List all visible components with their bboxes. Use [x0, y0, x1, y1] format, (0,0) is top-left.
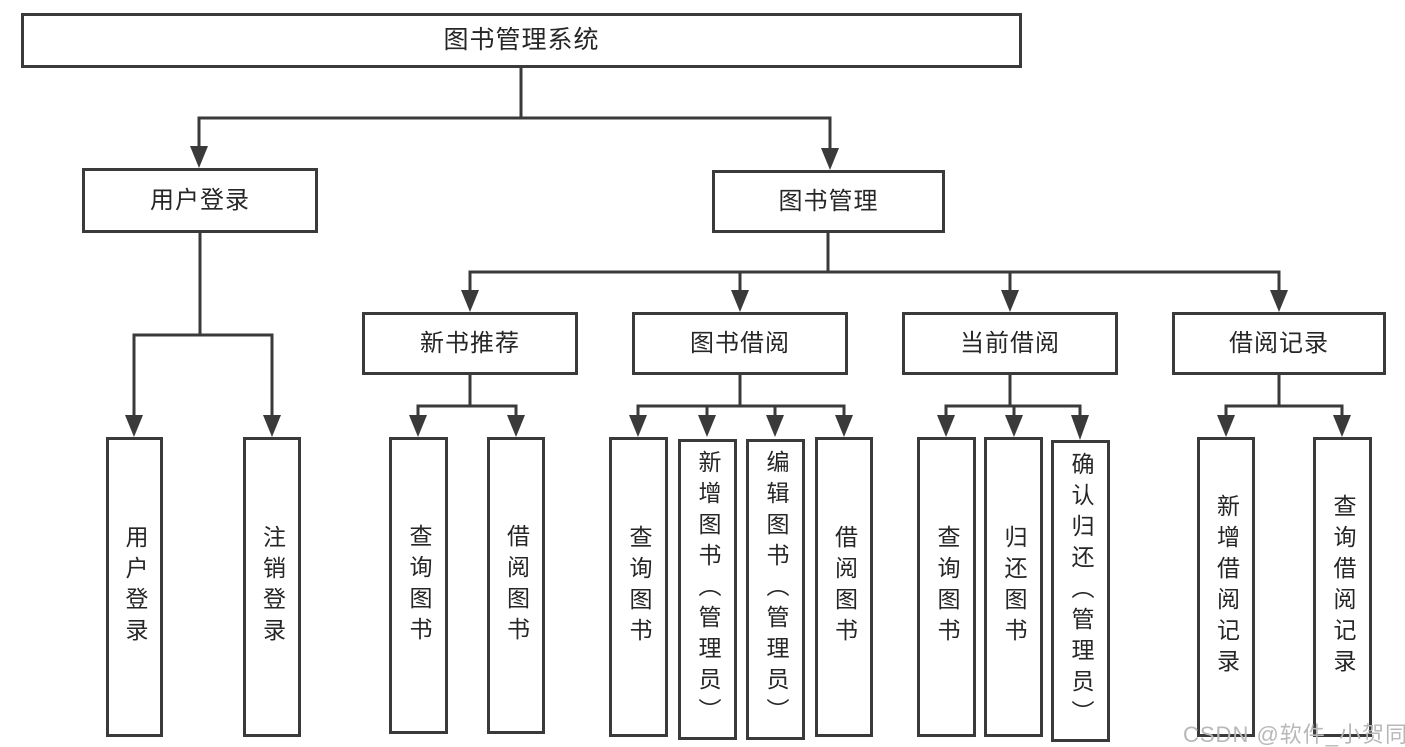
node-label: 借阅图书: [831, 525, 858, 649]
node-label: 查询图书: [406, 523, 432, 648]
node-label: 查询图书: [934, 525, 960, 649]
connector-root-split: [197, 66, 832, 154]
node-label: 新书推荐: [420, 329, 520, 357]
connector-book-management-split: [468, 231, 1281, 295]
node-label: 图书管理: [778, 187, 879, 215]
leaf-borrow-books-recommend: 借阅图书: [487, 437, 545, 734]
connector-book-borrow-split: [636, 373, 846, 420]
node-label: 归还图书: [1001, 525, 1027, 649]
connector-current-borrow-split: [944, 373, 1082, 420]
node-borrowing-records: 借阅记录: [1172, 312, 1386, 375]
node-current-borrowing: 当前借阅: [902, 312, 1118, 375]
connector-new-book-split: [416, 373, 518, 420]
node-label: 查询图书: [626, 525, 652, 649]
leaf-query-books-borrow: 查询图书: [609, 437, 668, 737]
leaf-logout: 注销登录: [243, 437, 301, 737]
node-label: 用户登录: [122, 525, 148, 649]
arrowheads: [125, 146, 1351, 440]
node-label: 用户登录: [150, 186, 250, 214]
leaf-query-books-recommend: 查询图书: [389, 437, 448, 734]
leaf-confirm-return-admin: 确认归还（管理员）: [1051, 440, 1110, 742]
node-label: 注销登录: [259, 525, 286, 649]
connector-borrow-record-split: [1224, 373, 1344, 420]
leaf-query-books-current: 查询图书: [917, 437, 976, 737]
leaf-return-books: 归还图书: [984, 437, 1043, 737]
node-book-borrowing: 图书借阅: [632, 312, 848, 375]
node-label: 借阅记录: [1229, 329, 1329, 357]
node-label: 编辑图书（管理员）: [763, 450, 789, 729]
node-label: 确认归还（管理员）: [1068, 451, 1094, 731]
leaf-query-borrow-record: 查询借阅记录: [1313, 437, 1372, 737]
node-label: 借阅图书: [503, 523, 530, 648]
watermark: CSDN @软件_小贺同学: [1183, 722, 1405, 747]
node-system-root: 图书管理系统: [21, 13, 1022, 68]
node-book-management: 图书管理: [712, 170, 945, 233]
node-label: 图书管理系统: [443, 26, 600, 54]
leaf-add-books-admin: 新增图书（管理员）: [678, 439, 737, 740]
node-label: 查询借阅记录: [1330, 494, 1356, 680]
node-user-login: 用户登录: [82, 168, 318, 233]
leaf-borrow-books-borrow: 借阅图书: [815, 437, 873, 737]
leaf-add-borrow-record: 新增借阅记录: [1197, 437, 1255, 737]
node-label: 新增借阅记录: [1213, 494, 1240, 680]
node-label: 当前借阅: [960, 329, 1060, 357]
node-new-book-recommendation: 新书推荐: [362, 312, 578, 375]
node-label: 图书借阅: [690, 329, 790, 357]
connector-user-login-split: [132, 231, 274, 420]
node-label: 新增图书（管理员）: [695, 450, 721, 729]
leaf-edit-books-admin: 编辑图书（管理员）: [746, 439, 805, 740]
leaf-user-login: 用户登录: [106, 437, 163, 737]
